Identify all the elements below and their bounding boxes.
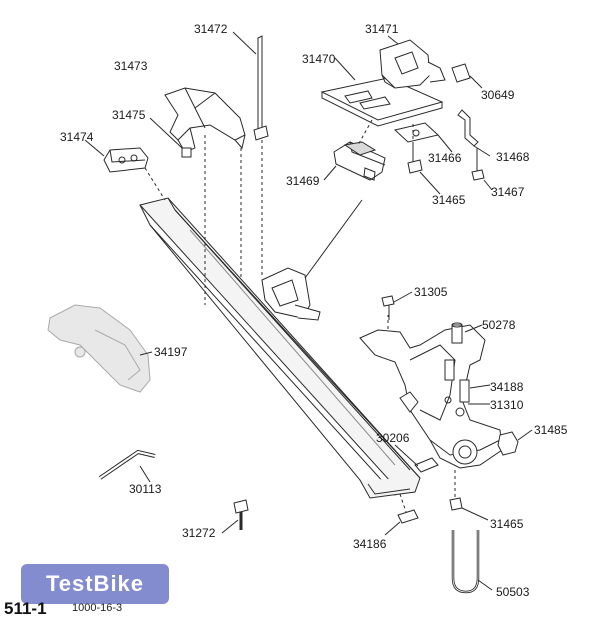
part-30113	[98, 449, 156, 483]
page-code: 511-1	[4, 599, 47, 618]
part-31470	[320, 57, 444, 127]
part-50503	[451, 530, 493, 594]
part-50278-assembly	[359, 322, 503, 469]
label-31471: 31471	[365, 22, 399, 36]
label-31472: 31472	[194, 22, 228, 36]
page-sub-code: 1000-16-3	[72, 602, 123, 614]
watermark-text: TestBike	[45, 571, 145, 596]
label-31305: 31305	[414, 285, 448, 299]
label-30113: 30113	[129, 482, 162, 496]
part-31465-bottom	[449, 497, 489, 521]
label-31468: 31468	[496, 150, 530, 164]
label-31272: 31272	[182, 526, 216, 540]
part-31473	[164, 87, 246, 153]
part-30649	[451, 63, 483, 89]
label-31310: 31310	[490, 398, 524, 412]
part-34186	[384, 493, 419, 536]
part-31471	[379, 35, 446, 89]
part-34197	[47, 304, 153, 393]
label-30206: 30206	[376, 431, 410, 445]
label-31469: 31469	[286, 174, 320, 188]
part-31305	[381, 291, 413, 320]
label-34197: 34197	[154, 345, 188, 359]
label-31465-top: 31465	[432, 193, 466, 207]
part-31472	[232, 31, 269, 141]
main-rail	[139, 197, 421, 499]
label-34188: 34188	[490, 380, 524, 394]
part-31469	[323, 119, 386, 181]
part-31468	[457, 109, 491, 157]
part-31467	[471, 148, 493, 191]
label-31475: 31475	[112, 108, 146, 122]
dashed-leaders	[204, 124, 456, 500]
label-31467: 31467	[491, 185, 525, 199]
label-31470: 31470	[302, 52, 336, 66]
rail-clamp	[261, 199, 363, 321]
part-31465-top	[407, 142, 441, 195]
part-30206	[394, 444, 439, 473]
testbike-watermark: TestBike	[21, 564, 169, 604]
label-31465-bottom: 31465	[490, 517, 524, 531]
label-31466: 31466	[428, 151, 462, 165]
part-31272	[221, 499, 249, 534]
label-30649: 30649	[481, 88, 515, 102]
label-31485: 31485	[534, 423, 568, 437]
label-34186: 34186	[353, 537, 387, 551]
part-31475	[149, 117, 192, 158]
part-31466	[393, 122, 453, 153]
part-31474	[84, 139, 166, 201]
label-31473: 31473	[114, 59, 148, 73]
label-31474: 31474	[60, 130, 94, 144]
label-50503: 50503	[496, 585, 530, 599]
label-50278: 50278	[482, 318, 516, 332]
part-31485	[497, 429, 533, 456]
